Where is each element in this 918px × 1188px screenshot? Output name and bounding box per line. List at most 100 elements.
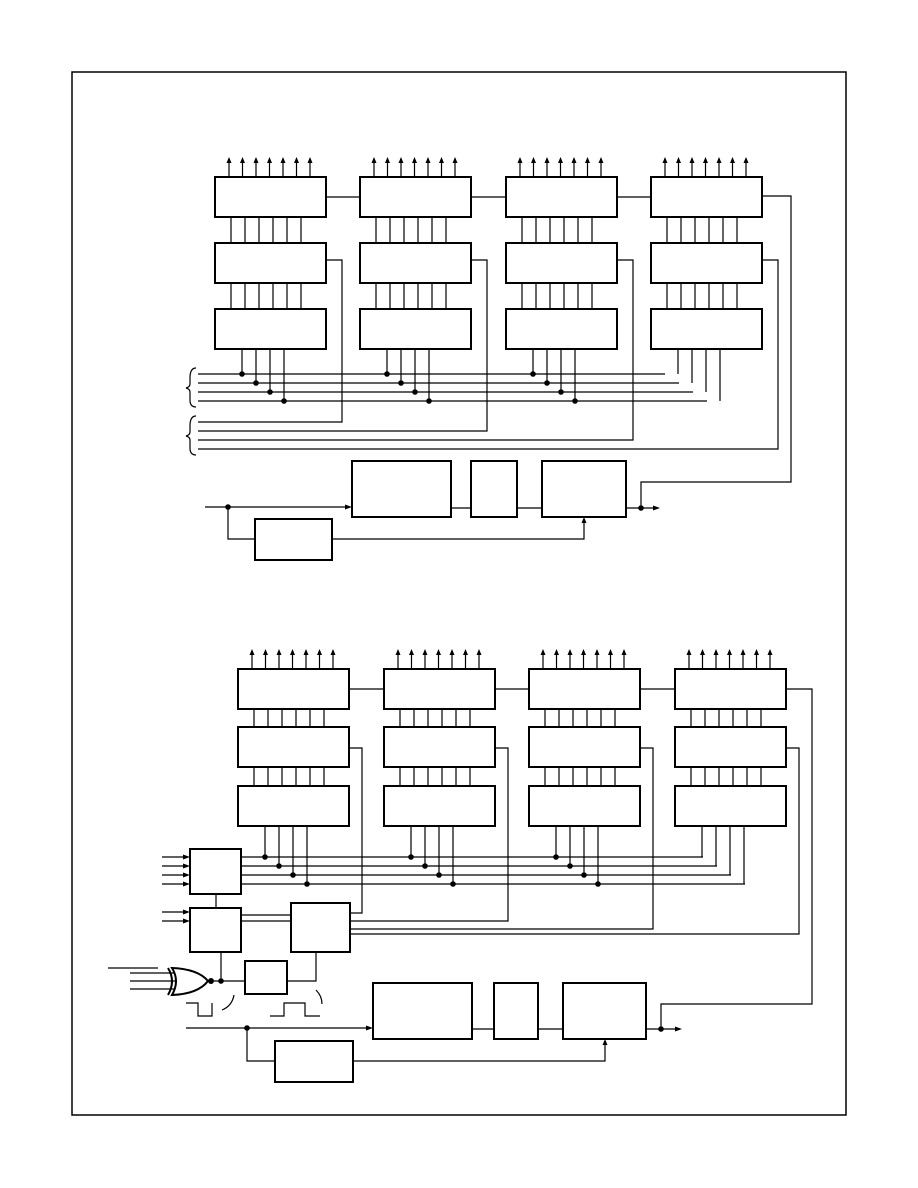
arrowhead-up [439,157,444,163]
arrowhead-up [303,649,309,655]
arrowhead-right [345,504,352,510]
block-top-0 [237,668,350,710]
block-bottom-3 [674,785,787,827]
junction-dot [276,863,282,869]
input-branch [246,1028,275,1062]
feedback-line [353,1045,606,1062]
block-d [254,518,333,561]
arrowhead-up [425,157,431,163]
junction-dot [412,389,418,395]
arrowhead-up [412,157,417,163]
xor-gate [170,966,210,997]
arrowhead-up [280,157,286,163]
arrowhead-right [653,505,660,511]
block-c [541,460,627,518]
junction-dot [436,872,442,878]
block-bottom-1 [383,785,496,827]
arrowhead-up [554,649,559,655]
arrowhead-up [621,649,627,655]
junction-dot [398,380,404,386]
arrowhead-right [366,1025,373,1031]
arrowhead-up [767,649,773,655]
arrowhead-up [662,157,668,163]
junction-dot [262,854,268,860]
arrowhead-up [558,157,563,163]
input-branch [227,507,255,540]
block-middle-2 [528,726,641,768]
arrowhead-up [452,157,458,163]
block-top-0 [214,176,327,218]
arrowhead-up [740,649,746,655]
latch-2 [189,907,242,953]
arrowhead-up [581,649,586,655]
arrowhead-up [727,649,732,655]
arrowhead-up [608,649,613,655]
arrowhead-right [183,909,190,915]
arrowhead-up [276,649,282,655]
arrowhead-right [675,1026,682,1032]
arrowhead-up [754,649,759,655]
arrowhead-up [713,649,719,655]
arrowhead-up [567,649,573,655]
junction-dot [281,398,287,404]
junction-dot [384,371,390,377]
arrowhead-up [594,649,600,655]
junction-dot [450,881,456,887]
pulse-pointer [315,989,323,1005]
block-top-1 [383,668,496,710]
junction-dot [253,380,259,386]
arrowhead-up [290,649,295,655]
upper-diagram [185,157,792,561]
junction-dot [304,881,310,887]
arrowhead-up [371,157,377,163]
block-bottom-2 [505,308,618,350]
junction-dot [581,872,587,878]
brace-address [185,367,197,408]
block-c [562,982,647,1040]
arrowhead-right [183,863,190,869]
control-line-2 [198,259,634,441]
junction-dot [239,371,245,377]
arrowhead-up [398,157,404,163]
arrowhead-up [240,157,245,163]
arrowhead-right [183,918,190,924]
block-middle-1 [359,242,472,284]
xor-bubble [208,978,214,984]
arrowhead-up [249,649,255,655]
brace-control [185,415,197,456]
junction-dot [638,505,644,511]
arrowhead-up [531,157,536,163]
junction-dot [267,389,273,395]
control-line-3 [198,259,779,450]
block-middle-1 [383,726,496,768]
control-line-1 [350,747,509,922]
junction-dot [544,380,550,386]
arrowhead-up [330,649,336,655]
block-top-3 [674,668,787,710]
junction-dot [422,863,428,869]
feedback-line [332,523,585,540]
arrowhead-up [602,1039,608,1045]
block-top-1 [359,176,472,218]
block-middle-3 [650,242,763,284]
arrowhead-up [676,157,681,163]
arrowhead-up [463,649,468,655]
arrowhead-up [422,649,428,655]
arrowhead-up [540,649,546,655]
arrowhead-up [585,157,590,163]
block-bottom-0 [237,785,350,827]
block-bottom-2 [528,785,641,827]
latch-1 [189,848,242,895]
arrowhead-up [544,157,550,163]
arrowhead-up [317,649,322,655]
return-line [660,688,813,1029]
block-top-3 [650,176,763,218]
block-b [493,982,539,1040]
junction-dot [658,1026,664,1032]
arrowhead-up [294,157,299,163]
arrowhead-up [743,157,749,163]
arrowhead-up [307,157,313,163]
junction-dot [553,854,559,860]
block-top-2 [528,668,641,710]
